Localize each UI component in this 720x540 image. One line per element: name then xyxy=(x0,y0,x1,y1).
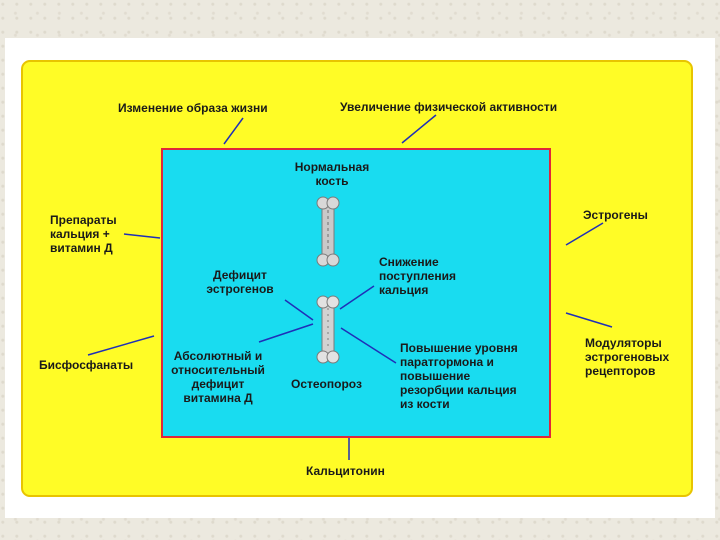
osteoporosis-label: Остеопороз xyxy=(291,377,362,391)
normal-bone-icon xyxy=(316,196,340,267)
estrogen-deficit-label: Дефицит эстрогенов xyxy=(206,268,274,296)
arrow-calcium xyxy=(123,233,161,239)
arrow-estrogen-deficit xyxy=(284,299,314,321)
vitd-deficit-label: Абсолютный и относительный дефицит витам… xyxy=(171,349,265,405)
pth-increase-label: Повышение уровня паратгормона и повышени… xyxy=(400,341,518,411)
treatment-arrows xyxy=(87,114,613,460)
lifestyle-change-label: Изменение образа жизни xyxy=(118,101,268,115)
normal-bone-label: Нормальная кость xyxy=(294,160,370,188)
arrow-bisphosphonates xyxy=(87,335,155,356)
calcium-vitd-label: Препараты кальция + витамин Д xyxy=(50,213,117,255)
osteoporotic-bone-icon xyxy=(316,295,340,364)
arrow-estrogens xyxy=(565,222,604,246)
arrow-serms xyxy=(565,312,613,328)
estrogens-label: Эстрогены xyxy=(583,208,648,222)
pathogenesis-panel xyxy=(161,148,551,438)
calcium-intake-label: Снижение поступления кальция xyxy=(379,255,456,297)
arrow-vitd-deficit xyxy=(258,323,314,343)
serms-label: Модуляторы эстрогеновых рецепторов xyxy=(585,336,670,378)
calcitonin-label: Кальцитонин xyxy=(306,464,385,478)
arrow-lifestyle xyxy=(223,117,244,145)
pathogenesis-arrows xyxy=(258,285,397,364)
bisphosphonates-label: Бисфосфанаты xyxy=(39,358,134,372)
arrow-activity xyxy=(401,114,437,144)
arrow-calcium-intake xyxy=(339,285,375,310)
arrow-pth xyxy=(340,327,397,364)
physical-activity-label: Увеличение физической активности xyxy=(340,100,558,114)
